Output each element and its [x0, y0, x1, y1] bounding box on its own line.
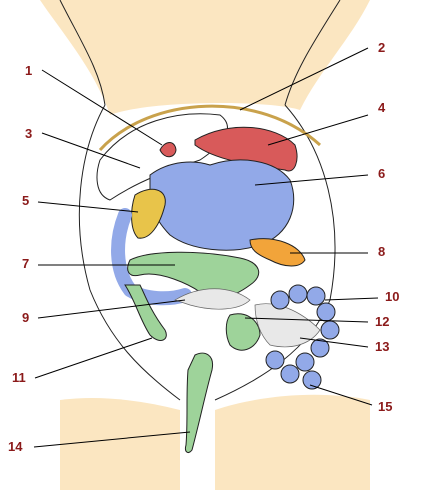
mesentery-fat — [174, 288, 321, 348]
orange-organ — [249, 238, 306, 267]
skin-lower-right — [215, 394, 370, 490]
label-13: 13 — [375, 339, 389, 354]
pancreas — [131, 188, 166, 239]
body-silhouette — [40, 0, 370, 490]
label-2: 2 — [378, 40, 385, 55]
label-7: 7 — [22, 256, 29, 271]
label-15: 15 — [378, 399, 392, 414]
green-loop-center — [225, 313, 261, 351]
label-4: 4 — [378, 100, 386, 115]
label-14: 14 — [8, 439, 23, 454]
label-12: 12 — [375, 314, 389, 329]
green-descending — [185, 352, 214, 453]
label-5: 5 — [22, 193, 29, 208]
label-1: 1 — [25, 63, 32, 78]
green-loop-left — [124, 284, 167, 341]
label-10: 10 — [385, 289, 399, 304]
label-11: 11 — [12, 370, 26, 385]
label-6: 6 — [378, 166, 385, 181]
label-layer: 1 2 3 4 5 6 7 8 9 10 11 12 13 14 15 — [8, 40, 399, 454]
small-intestine-coils — [265, 284, 340, 390]
stomach — [149, 159, 295, 251]
skin-lower — [60, 398, 180, 490]
spleen — [194, 126, 298, 172]
label-3: 3 — [25, 126, 32, 141]
diaphragm — [96, 113, 228, 201]
rib-arch — [98, 104, 322, 152]
label-9: 9 — [22, 310, 29, 325]
small-red-organ — [159, 142, 177, 158]
skin-upper — [40, 0, 370, 115]
label-8: 8 — [378, 244, 385, 259]
